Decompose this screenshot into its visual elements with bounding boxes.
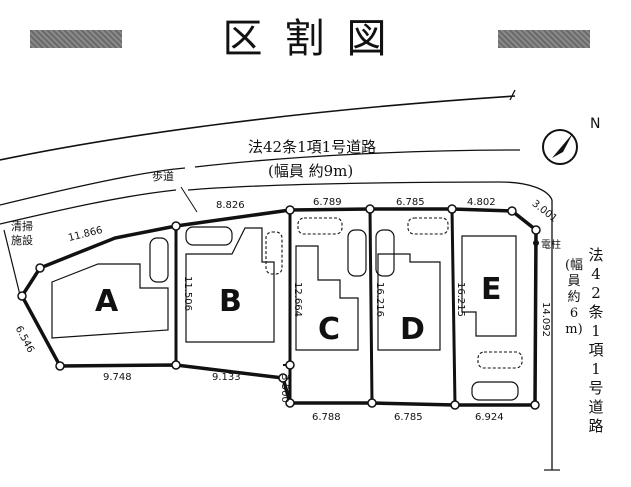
lot-c: C (318, 312, 341, 347)
boundary-markers (17, 204, 541, 410)
dim-top-2: 8.826 (216, 200, 245, 211)
sidewalk-edge-right (194, 149, 521, 168)
dim-top-3: 6.789 (313, 197, 342, 208)
house-e (461, 235, 517, 337)
lot-e: E (481, 272, 502, 307)
dim-top-5: 4.802 (467, 197, 496, 208)
house-d (377, 253, 441, 351)
east-road-name: 法42条1項1号道路 (588, 246, 604, 435)
utility-pole-label: 電柱 (541, 240, 561, 251)
north-road-name: 法42条1項1号道路 (248, 138, 377, 156)
depth-d: 16.216 (374, 282, 385, 317)
dim-bottom-1: 9.748 (103, 372, 132, 383)
utility-pole-mark (533, 240, 539, 246)
cleaning-label-2: 施設 (11, 234, 33, 247)
dim-bottom-4: 6.785 (394, 412, 423, 423)
dim-step: 3.500 (278, 374, 290, 403)
cleaning-label-1: 清掃 (11, 220, 33, 233)
sidewalk-label: 歩道 (152, 170, 174, 183)
sidewalk-edge-left (0, 167, 186, 206)
title-band-right (498, 30, 590, 48)
road-north-edge-inner (0, 189, 177, 225)
lot-b: B (219, 284, 242, 319)
lot-d: D (400, 312, 425, 347)
house-c (295, 245, 359, 351)
dim-bottom-3: 6.788 (312, 412, 341, 423)
map-title: 区割図 (222, 16, 409, 62)
dim-east: 14.092 (540, 302, 551, 337)
east-road-width: (幅員 約6m) (564, 258, 584, 337)
north-label: N (590, 116, 601, 132)
parking-cars-dashed (265, 217, 523, 369)
dim-bottom-5: 6.924 (475, 412, 504, 423)
lot-line-cd (368, 208, 374, 404)
house-a (51, 263, 169, 339)
north-road-width: (幅員 約9m) (268, 162, 354, 180)
dim-top-4: 6.785 (396, 197, 425, 208)
dim-bottom-2: 9.133 (212, 372, 241, 383)
parking-cars (149, 226, 519, 401)
lot-a: A (95, 284, 119, 319)
depth-c: 12.664 (292, 282, 303, 317)
road-north-edge-outer (0, 95, 516, 161)
title-band-left (30, 30, 122, 48)
lot-line-de (450, 208, 457, 406)
house-b (185, 227, 275, 343)
depth-b: 11.506 (182, 276, 193, 311)
depth-e: 16.215 (455, 282, 466, 317)
north-arrow-icon (542, 129, 578, 165)
